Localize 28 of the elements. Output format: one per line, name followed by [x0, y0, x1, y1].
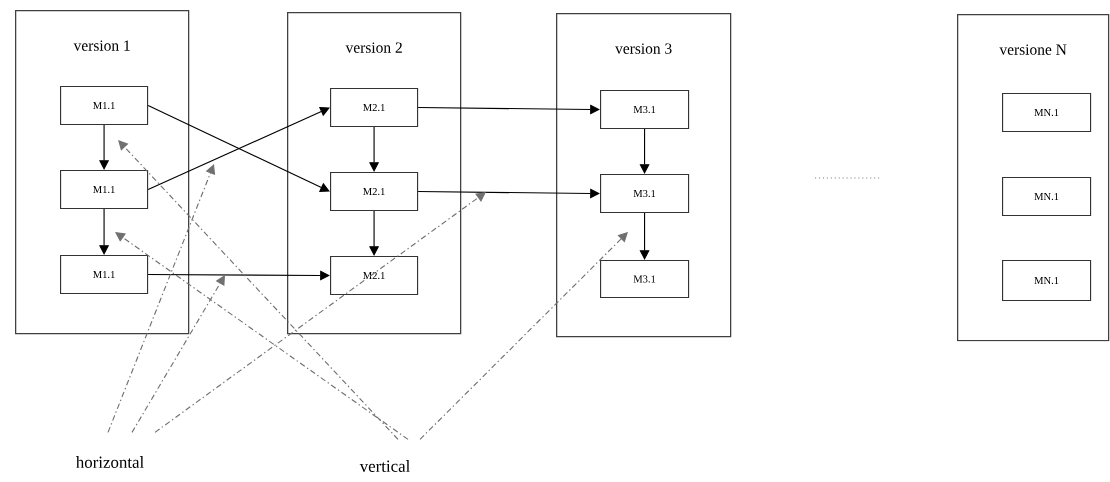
module-box: MN.1 [1002, 177, 1092, 217]
module-box: M1.1 [60, 170, 149, 210]
callout-text: vertical [359, 460, 410, 472]
module-box: M2.1 [330, 88, 419, 128]
module-box: M3.1 [600, 174, 690, 214]
arrow [639, 128, 650, 174]
leader-arrow [131, 275, 225, 433]
module-box: M2.1 [330, 172, 419, 212]
arrow [147, 270, 330, 281]
arrow [369, 210, 380, 256]
leader-arrow [419, 232, 628, 440]
module-box: MN.1 [1002, 93, 1092, 133]
leader-arrow [118, 140, 399, 440]
leader-arrow [115, 232, 409, 440]
arrow [639, 212, 650, 260]
module-box: MN.1 [1002, 260, 1092, 302]
arrow [417, 104, 600, 115]
arrow [99, 208, 110, 255]
arrow [417, 188, 600, 199]
module-box: M1.1 [60, 255, 149, 295]
arrow [99, 124, 110, 170]
arrow [369, 126, 380, 172]
module-box: M1.1 [60, 86, 149, 126]
leader-arrow [154, 192, 486, 433]
module-box: M3.1 [600, 90, 690, 130]
module-box: M2.1 [330, 256, 419, 296]
module-box: M3.1 [600, 260, 690, 299]
callout-text: horizontal [75, 456, 144, 468]
